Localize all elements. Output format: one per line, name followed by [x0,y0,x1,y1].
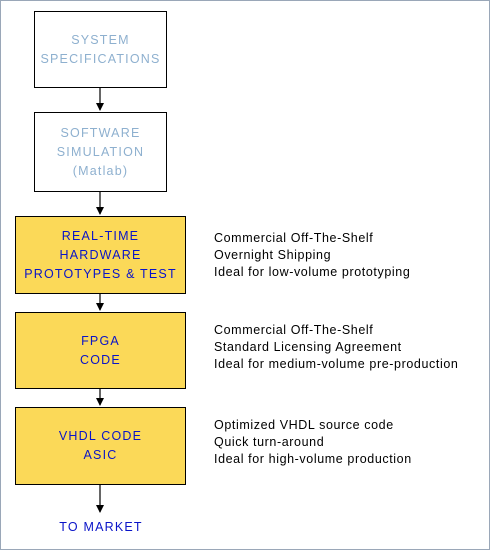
note-line: Ideal for high-volume production [214,452,412,466]
box-fpga-code: FPGA CODE [15,312,186,389]
note-line: Commercial Off-The-Shelf [214,323,374,337]
box-line: HARDWARE [59,247,142,262]
box-realtime-hardware: REAL-TIME HARDWARE PROTOTYPES & TEST [15,216,186,294]
box-line: SYSTEM [71,32,130,47]
box-line: SIMULATION [56,144,145,159]
note-line: Optimized VHDL source code [214,418,394,432]
note-line: Overnight Shipping [214,248,332,262]
notes-fpga-code: Commercial Off-The-Shelf Standard Licens… [214,322,458,373]
note-line: Commercial Off-The-Shelf [214,231,374,245]
to-market-label: TO MARKET [59,520,143,534]
box-line: FPGA [81,333,120,348]
notes-vhdl-asic: Optimized VHDL source code Quick turn-ar… [214,417,412,468]
note-line: Ideal for low-volume prototyping [214,265,411,279]
note-line: Standard Licensing Agreement [214,340,402,354]
box-system-specifications: SYSTEM SPECIFICATIONS [34,11,167,88]
box-line: (Matlab) [72,163,129,178]
box-line: SOFTWARE [60,125,141,140]
box-line: CODE [80,352,121,367]
box-line: SPECIFICATIONS [40,51,161,66]
box-line: PROTOTYPES & TEST [24,266,177,281]
box-line: REAL-TIME [61,228,140,243]
box-line: VHDL CODE [58,429,143,443]
box-vhdl-asic: VHDL CODE ASIC [15,407,186,485]
box-line: ASIC [83,448,118,462]
notes-realtime-hardware: Commercial Off-The-Shelf Overnight Shipp… [214,230,410,281]
note-line: Ideal for medium-volume pre-production [214,357,459,371]
box-software-simulation: SOFTWARE SIMULATION (Matlab) [34,112,167,192]
note-line: Quick turn-around [214,435,325,449]
